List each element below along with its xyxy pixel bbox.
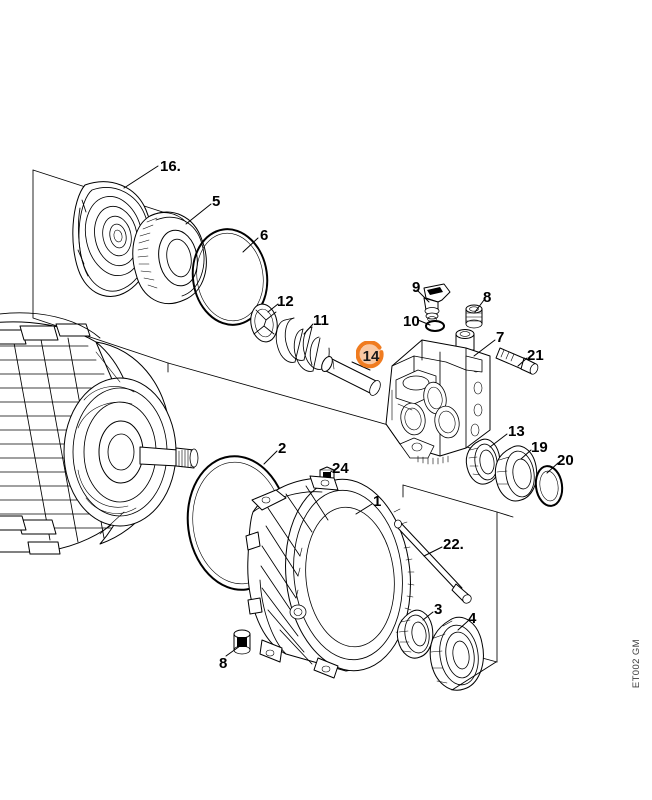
electric-motor-stator <box>0 312 199 555</box>
callout-16: 16. <box>160 158 181 175</box>
part-3-shaft-seal <box>396 609 434 659</box>
leader-lines <box>123 165 559 691</box>
callout-1: 1 <box>373 493 382 510</box>
highlight-badge-number: 14 <box>362 347 380 365</box>
part-9-inlet-fitting <box>423 283 451 322</box>
part-7-valve-body <box>385 329 491 465</box>
callout-22: 22. <box>443 536 464 553</box>
callout-6: 6 <box>260 227 269 244</box>
callout-11: 11 <box>313 312 329 329</box>
sheet-code-label: ET002 GM <box>631 638 642 688</box>
callout-2: 2 <box>278 440 287 457</box>
callout-4: 4 <box>468 610 477 627</box>
part-20-o-ring <box>534 465 564 507</box>
part-12-spring-retainer-cup <box>250 303 278 343</box>
callout-5: 5 <box>212 193 221 210</box>
callout-9: 9 <box>412 279 421 296</box>
callout-21: 21 <box>527 347 544 364</box>
callout-10: 10 <box>403 313 420 330</box>
callout-24: 24 <box>332 460 349 477</box>
part-10-o-ring-small <box>425 320 445 332</box>
callout-7: 7 <box>496 329 505 346</box>
callout-12: 12 <box>277 293 294 310</box>
highlight-badge-item-14[interactable]: 14 <box>356 341 386 371</box>
callout-3: 3 <box>434 601 443 618</box>
callout-13: 13 <box>508 423 525 440</box>
part-4-ball-bearing <box>429 616 484 691</box>
callout-8-bottom: 8 <box>219 655 228 672</box>
part-8-threaded-bush-top <box>465 304 483 329</box>
part-13-seal-ring <box>465 438 501 485</box>
callout-19: 19 <box>531 439 548 456</box>
callout-20: 20 <box>557 452 574 469</box>
callout-8-top: 8 <box>483 289 492 306</box>
part-16-wobble-plate <box>72 181 153 297</box>
part-21-socket-head-screw <box>495 347 539 375</box>
highlight-ring-icon <box>356 341 384 369</box>
part-14-piston-rod-pin <box>321 356 381 396</box>
part-22-long-bolt <box>394 519 472 604</box>
part-1-pump-housing-cover <box>245 475 415 679</box>
part-19-shaft-seal-ring <box>494 445 538 502</box>
part-8-threaded-bush-bottom <box>233 629 251 655</box>
part-5-swash-plate-bearing <box>132 211 207 305</box>
part-6-o-ring <box>191 228 269 326</box>
